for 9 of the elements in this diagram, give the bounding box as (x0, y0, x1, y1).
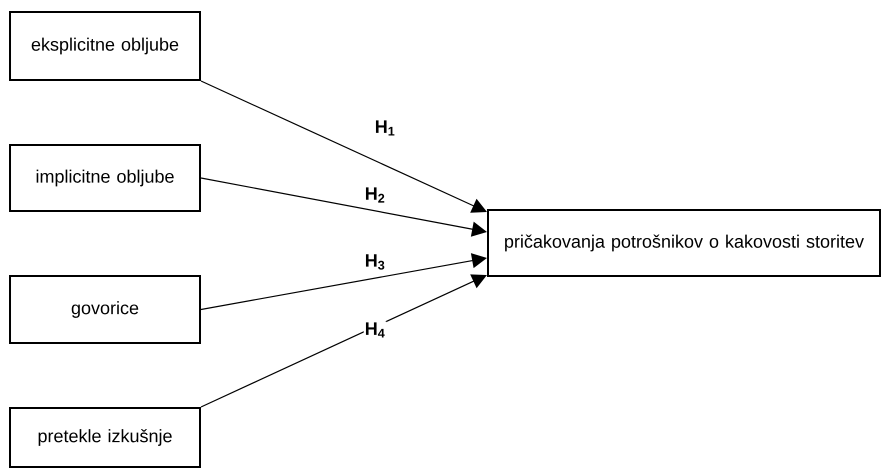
text-box: eksplicitne obljube (9, 11, 201, 81)
text-box: implicitne obljube (9, 144, 201, 212)
edge-label: H$_{3}$ (364, 253, 386, 271)
text-box: pričakovanja potrošnikov o kakovosti storitev (487, 209, 881, 277)
edge-label: H$_{2}$ (364, 186, 386, 204)
edge-label: H$_{4}$ (364, 321, 386, 339)
text-box: pretekle izkušnje (9, 406, 201, 468)
edge-label: H$_{1}$ (374, 119, 396, 137)
text-box: govorice (9, 275, 201, 344)
